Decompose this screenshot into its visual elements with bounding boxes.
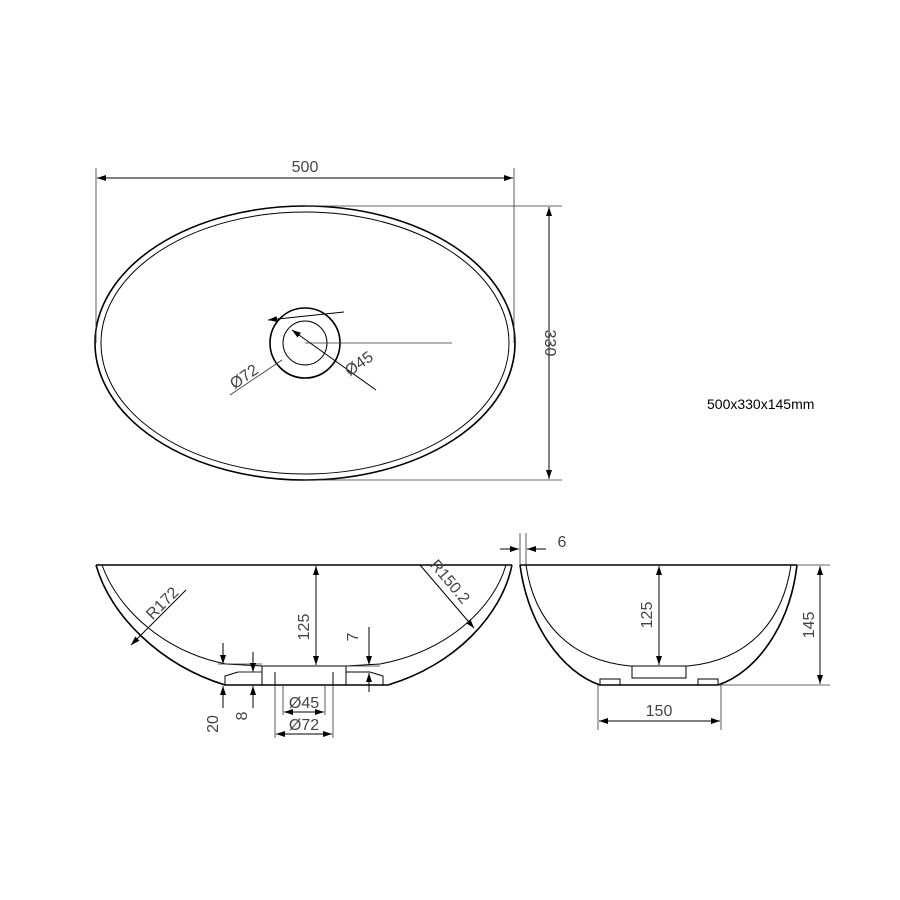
radius-left-leader — [130, 589, 187, 646]
basin-inner-ellipse — [100, 211, 510, 475]
outer-diameter-leader-tail — [229, 359, 283, 396]
top-view: 500 330 Ø72 Ø45 — [94, 159, 562, 481]
front-base-block — [224, 671, 384, 685]
lip-label: 7 — [345, 632, 362, 641]
base-width-label: 150 — [646, 703, 673, 720]
side-view: 6 125 145 150 — [500, 533, 830, 730]
depth-label: 330 — [541, 330, 558, 357]
drain-inner-label: Ø45 — [289, 695, 319, 712]
outer-diameter-leader — [267, 311, 345, 323]
front-depth-label: 125 — [296, 614, 313, 641]
radius-left-label: R172 — [143, 584, 182, 623]
front-outer-profile — [95, 564, 513, 686]
inner-diameter-label: Ø45 — [342, 349, 377, 380]
drain-outer-label: Ø72 — [289, 717, 319, 734]
inner-diameter-leader — [291, 329, 377, 391]
radius-right-leader — [419, 564, 475, 629]
front-drain-recess — [261, 666, 347, 685]
width-label: 500 — [292, 159, 319, 176]
outer-diameter-label: Ø72 — [227, 362, 262, 393]
side-outer-profile — [519, 564, 798, 686]
size-caption: 500x330x145mm — [707, 396, 815, 412]
wall-thickness-label: 6 — [558, 534, 567, 551]
front-view: R172 R150.2 125 7 20 8 Ø45 Ø72 — [95, 557, 513, 738]
side-inner-profile — [525, 564, 792, 667]
side-base-block — [599, 666, 719, 685]
base-height-label: 20 — [205, 715, 222, 733]
base-step-label: 8 — [234, 711, 251, 720]
side-depth-label: 125 — [639, 602, 656, 629]
front-inner-profile — [101, 564, 507, 667]
total-height-label: 145 — [801, 612, 818, 639]
